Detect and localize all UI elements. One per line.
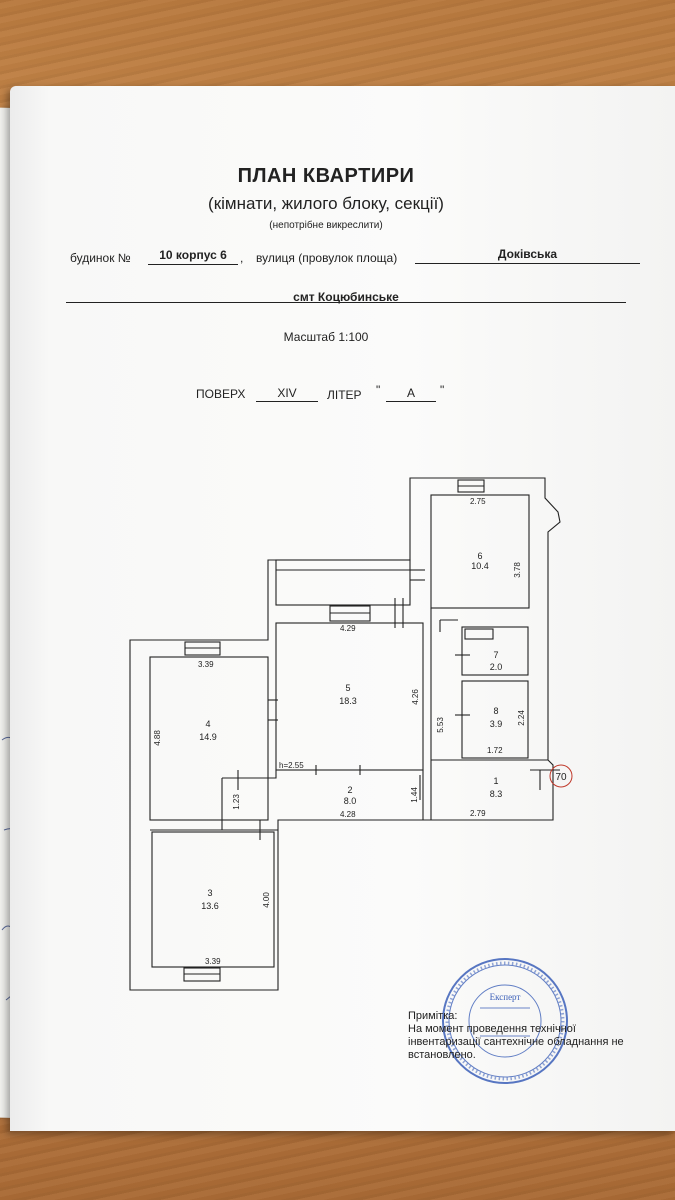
house-label: будинок №	[70, 251, 131, 265]
room-area: 18.3	[339, 696, 357, 706]
dim-label: 4.00	[262, 892, 271, 908]
liter-label: ЛІТЕР	[327, 388, 362, 402]
dim-label: h=2.55	[279, 761, 304, 770]
document-page	[10, 86, 675, 1131]
room-area: 14.9	[199, 732, 217, 742]
liter-underline	[386, 401, 436, 402]
room-num: 3	[207, 888, 212, 898]
liter-quote-close: "	[440, 383, 445, 397]
room-num: 6	[477, 551, 482, 561]
dim-label: 3.39	[205, 957, 221, 966]
stamp-text: Експерт	[490, 992, 521, 1002]
room-num: 4	[205, 719, 210, 729]
room-area: 10.4	[471, 561, 489, 571]
floor-value: XIV	[277, 386, 297, 400]
street-underline	[415, 263, 640, 264]
dim-label: 2.75	[470, 497, 486, 506]
town-value: смт Коцюбинське	[293, 290, 399, 304]
floor-label: ПОВЕРХ	[196, 387, 246, 401]
apartment-number-circle	[549, 764, 573, 788]
dim-label: 1.23	[232, 794, 241, 810]
town-underline	[66, 302, 626, 303]
house-underline	[148, 264, 238, 265]
dim-label: 3.39	[198, 660, 214, 669]
dim-label: 2.79	[470, 809, 486, 818]
dim-label: 4.29	[340, 624, 356, 633]
dim-label: 4.28	[340, 810, 356, 819]
page-title: ПЛАН КВАРТИРИ	[237, 165, 415, 187]
room-num: 2	[347, 785, 352, 795]
dim-label: 1.44	[410, 787, 419, 803]
room-area: 2.0	[490, 662, 503, 672]
room-area: 8.3	[490, 789, 503, 799]
note-line: На момент проведення технічної	[408, 1023, 576, 1035]
scale-label: Масштаб 1:100	[283, 330, 369, 344]
note-line: інвентаризації сантехнічне обладнання не	[408, 1036, 624, 1048]
liter-value: А	[406, 386, 415, 400]
room-num: 1	[493, 776, 498, 786]
dim-label: 1.72	[487, 746, 503, 755]
room-num: 5	[345, 683, 350, 693]
apartment-number: 70	[555, 772, 567, 783]
house-comma: ,	[240, 251, 244, 265]
dim-label: 2.24	[517, 710, 526, 726]
plan-walls	[129, 477, 561, 991]
strike-note: (непотрібне викреслити)	[269, 220, 383, 231]
page-subtitle: (кімнати, жилого блоку, секції)	[208, 194, 444, 213]
note-heading: Примітка:	[408, 1010, 458, 1022]
dim-label: 5.53	[436, 717, 445, 733]
dim-label: 4.88	[153, 730, 162, 746]
dimension-labels: 2.75 3.78 4.29 4.26 3.39 4.88 5.53 2.24 …	[153, 497, 526, 966]
room-num: 7	[493, 650, 498, 660]
room-area: 8.0	[344, 796, 357, 806]
expert-stamp: Експерт	[442, 958, 568, 1084]
room-area: 13.6	[201, 901, 219, 911]
street-label: вулиця (провулок площа)	[256, 251, 398, 265]
note-line: встановлено.	[408, 1049, 476, 1061]
room-num: 8	[493, 706, 498, 716]
dim-label: 3.78	[513, 562, 522, 578]
room-area: 3.9	[490, 719, 503, 729]
dim-label: 4.26	[411, 689, 420, 705]
floor-underline	[256, 401, 318, 402]
house-value: 10 корпус 6	[159, 248, 227, 262]
street-value: Доківська	[497, 247, 558, 261]
room-labels: 6 10.4 5 18.3 4 14.9 2 8.0 3 13.6 7 2.0 …	[199, 551, 502, 911]
note-block: Примітка: На момент проведення технічної…	[408, 1010, 648, 1062]
liter-quote-open: "	[376, 383, 381, 397]
